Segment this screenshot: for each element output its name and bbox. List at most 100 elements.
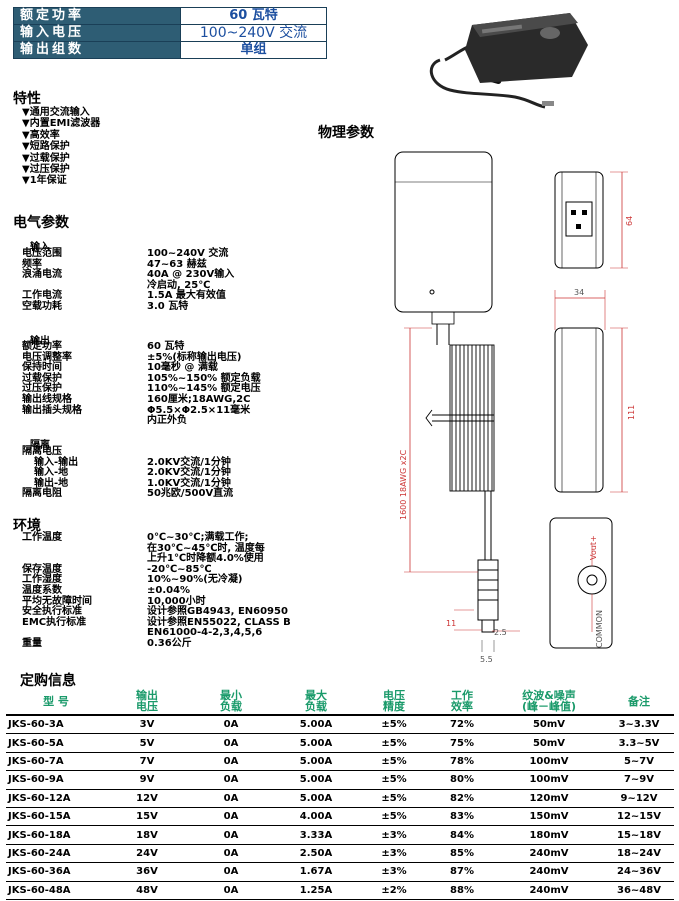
col-header-min-load: 最小负载 — [220, 689, 242, 713]
param-label: 输出插头规格 — [22, 404, 82, 416]
param-label: 工作温度 — [22, 532, 62, 543]
header-value: 60 瓦特 — [180, 7, 327, 25]
cell-efficiency: 83% — [430, 807, 494, 827]
cell-note: 3.3~5V — [604, 733, 674, 753]
cell-min-load: 0A — [188, 752, 274, 772]
param-label: 输出-地 — [34, 477, 69, 489]
cell-efficiency: 80% — [430, 770, 494, 790]
cell-ripple-noise: 100mV — [494, 752, 604, 772]
cell-ripple-noise: 50mV — [494, 733, 604, 753]
param-label: 工作湿度 — [22, 574, 62, 586]
cell-voltage-accuracy: ±5% — [358, 789, 430, 808]
vout-label: Vout+ — [589, 535, 598, 560]
param-value: 0.36公斤 — [147, 637, 192, 649]
electrical-title: 电气参数 — [13, 215, 69, 231]
cell-output-voltage: 15V — [106, 807, 188, 827]
param-value: 10%~90%(无冷凝) — [147, 574, 243, 586]
param-value: 10,000小时 — [147, 595, 206, 607]
cell-min-load: 0A — [188, 825, 274, 845]
cell-efficiency: 88% — [430, 881, 494, 900]
feature-item: ▼高效率 — [22, 129, 60, 141]
cell-efficiency: 82% — [430, 789, 494, 808]
feature-item: ▼过压保护 — [22, 164, 70, 176]
param-value: 1.0KV交流/1分钟 — [147, 477, 231, 489]
param-label: 安全执行标准 — [22, 606, 82, 618]
feature-item: ▼1年保证 — [22, 175, 67, 187]
param-label: 空载功耗 — [22, 300, 62, 312]
param-value: ±0.04% — [147, 584, 191, 596]
param-label: 工作电流 — [22, 290, 62, 302]
param-value: 110%~145% 额定电压 — [147, 383, 261, 395]
feature-item: ▼内置EMI滤波器 — [22, 118, 101, 130]
dim-5-5-label: 5.5 — [480, 655, 493, 664]
cable-length-label: 1600 18AWG x2C — [399, 449, 408, 520]
cell-ripple-noise: 100mV — [494, 770, 604, 790]
cell-max-load: 3.33A — [274, 825, 358, 845]
param-label: 输入-地 — [34, 467, 69, 479]
mechanical-drawing: 1600 18AWG x2C 11 2.5 5.5 64 34 111 Vout… — [394, 151, 636, 664]
cell-min-load: 0A — [188, 881, 274, 900]
cell-note: 9~12V — [604, 789, 674, 808]
cell-min-load: 0A — [188, 715, 274, 735]
param-value: 冷启动, 25℃ — [147, 279, 211, 291]
param-value: -20℃~85℃ — [147, 563, 212, 575]
output-subtitle: 输出 — [30, 336, 50, 347]
cell-note: 12~15V — [604, 807, 674, 827]
cell-min-load: 0A — [188, 807, 274, 827]
cell-voltage-accuracy: ±3% — [358, 844, 430, 864]
header-key: 输入电压 — [13, 24, 181, 42]
cell-note: 24~36V — [604, 862, 674, 882]
cell-note: 15~18V — [604, 825, 674, 845]
dim-34-label: 34 — [574, 288, 584, 297]
cell-voltage-accuracy: ±5% — [358, 807, 430, 827]
cell-output-voltage: 3V — [106, 715, 188, 735]
cell-max-load: 5.00A — [274, 789, 358, 808]
feature-item: ▼通用交流输入 — [22, 107, 90, 118]
cell-note: 7~9V — [604, 770, 674, 790]
header-value: 单组 — [180, 41, 327, 59]
param-value: 160厘米;18AWG,2C — [147, 393, 251, 405]
cell-ripple-noise: 120mV — [494, 789, 604, 808]
ordering-title: 定购信息 — [20, 673, 76, 689]
cell-min-load: 0A — [188, 733, 274, 753]
cell-model: JKS-60-36A — [6, 862, 106, 882]
param-label: 重量 — [22, 637, 42, 649]
param-label: 过压保护 — [22, 383, 62, 395]
param-label: 额定功率 — [22, 341, 62, 352]
cell-output-voltage: 36V — [106, 862, 188, 882]
param-value: 3.0 瓦特 — [147, 300, 189, 312]
col-header-voltage-accuracy: 电压精度 — [383, 689, 405, 713]
header-key: 额定功率 — [13, 7, 181, 25]
cell-ripple-noise: 180mV — [494, 825, 604, 845]
cell-voltage-accuracy: ±5% — [358, 770, 430, 790]
param-value: 40A @ 230V输入 — [147, 269, 235, 281]
dim-11-label: 11 — [446, 619, 456, 628]
param-value: 内正外负 — [147, 415, 187, 427]
cell-ripple-noise: 150mV — [494, 807, 604, 827]
cell-model: JKS-60-7A — [6, 752, 106, 772]
features-title: 特性 — [13, 91, 41, 107]
col-header-note: 备注 — [628, 694, 650, 708]
param-label: 隔离电阻 — [22, 488, 62, 500]
dim-111-label: 111 — [627, 405, 636, 420]
cell-min-load: 0A — [188, 862, 274, 882]
param-label: 输出线规格 — [22, 393, 72, 405]
cell-max-load: 4.00A — [274, 807, 358, 827]
cell-output-voltage: 48V — [106, 881, 188, 900]
cell-min-load: 0A — [188, 770, 274, 790]
cell-output-voltage: 7V — [106, 752, 188, 772]
param-label: EMC执行标准 — [22, 616, 87, 628]
param-label: 保存温度 — [22, 563, 62, 575]
cell-model: JKS-60-3A — [6, 715, 106, 735]
param-label: 保持时间 — [22, 362, 62, 374]
cell-model: JKS-60-15A — [6, 807, 106, 827]
cell-voltage-accuracy: ±2% — [358, 881, 430, 900]
param-value: 100~240V 交流 — [147, 248, 229, 259]
col-header-ripple-noise: 纹波&噪声(峰－峰值) — [521, 689, 577, 713]
param-value: 105%~150% 额定负载 — [147, 372, 261, 384]
cell-voltage-accuracy: ±5% — [358, 733, 430, 753]
